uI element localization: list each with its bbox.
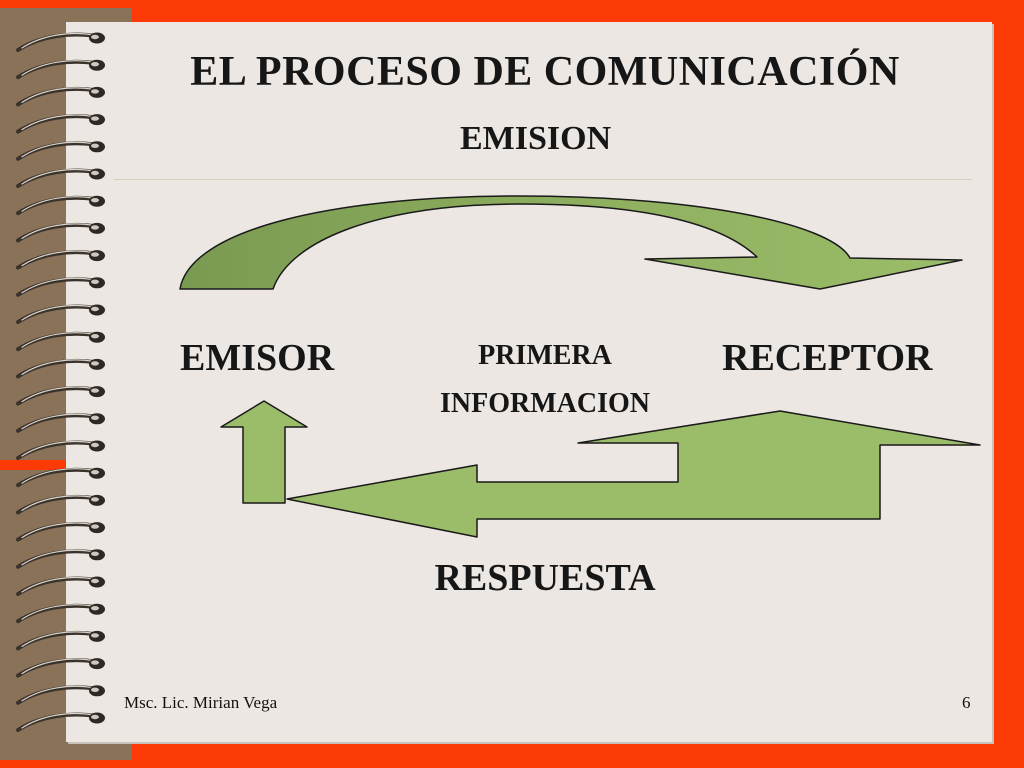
page-title: EL PROCESO DE COMUNICACIÓN [190,49,900,95]
up-arrow-to-emisor [220,400,308,504]
emission-arrow [179,195,963,290]
subtitle-emision: EMISION [460,120,612,157]
slide-paper [66,22,992,742]
label-informacion: INFORMACION [440,388,650,419]
page-number: 6 [962,693,971,712]
title-divider [114,179,972,180]
label-receptor: RECEPTOR [722,337,933,379]
label-emisor: EMISOR [180,337,335,379]
response-arrow [286,410,981,538]
footer-author: Msc. Lic. Mirian Vega [124,693,278,712]
label-respuesta: RESPUESTA [434,557,656,599]
label-primera: PRIMERA [478,340,612,371]
